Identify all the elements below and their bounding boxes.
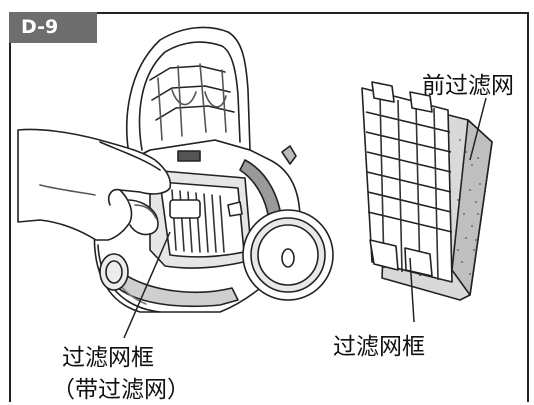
front-filter-texture	[457, 139, 481, 275]
filter-frame-illustration	[361, 81, 493, 301]
label-front-filter: 前过滤网	[422, 73, 514, 99]
hand-illustration	[17, 128, 172, 241]
leader-filter-frame	[409, 257, 415, 323]
label-frame-with-filter-line1: 过滤网框	[62, 345, 154, 371]
label-frame-with-filter-line2: （带过滤网）	[52, 377, 190, 403]
label-filter-frame: 过滤网框	[333, 334, 425, 360]
vacuum-cleaner-illustration	[93, 26, 334, 313]
leader-lines	[123, 97, 487, 339]
leader-front-filter	[469, 97, 487, 161]
figure-badge: D-9	[9, 12, 97, 43]
vacuum-lid	[126, 26, 251, 161]
leader-frame-with-filter	[123, 231, 171, 339]
figure-frame	[9, 12, 529, 402]
